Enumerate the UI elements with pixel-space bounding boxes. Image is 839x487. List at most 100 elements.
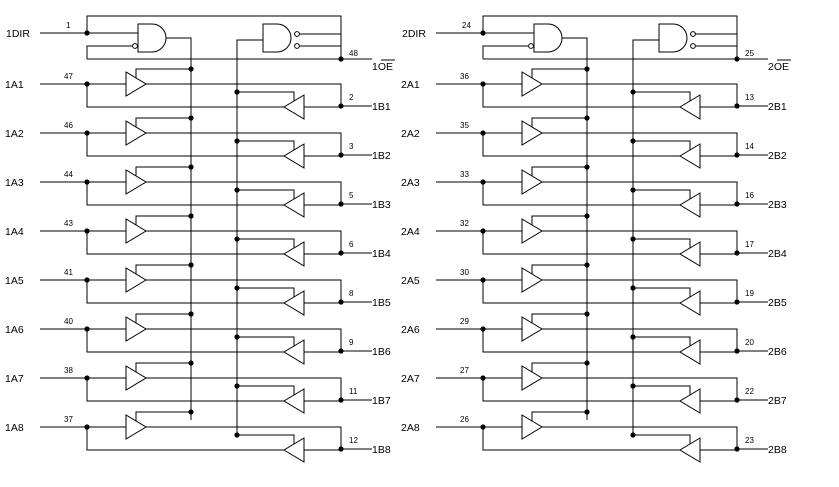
junction-dot: [234, 187, 240, 193]
junction-dot: [188, 311, 194, 317]
enable-bus-a-to-b: [562, 37, 588, 420]
reverse-enable-wire: [237, 189, 295, 199]
a-pin-number: 43: [64, 219, 73, 228]
reverse-output-wire: [86, 84, 284, 108]
forward-output-wire: [146, 328, 342, 351]
reverse-input-wire: [304, 155, 342, 157]
b-pin-number: 14: [745, 142, 754, 151]
reverse-output-wire: [86, 280, 284, 304]
a-port-label: 2A5: [401, 275, 420, 287]
reverse-input-wire: [700, 449, 738, 451]
forward-output-wire: [542, 328, 738, 351]
forward-output-wire: [542, 377, 738, 400]
a-pin-number: 29: [460, 317, 469, 326]
forward-enable-wire: [135, 215, 191, 225]
forward-output-wire: [146, 181, 342, 204]
a-pin-number: 30: [460, 268, 469, 277]
reverse-input-wire: [700, 351, 738, 353]
and-gate-a-to-b: [533, 23, 563, 53]
b-port-label: 2B2: [768, 150, 787, 162]
junction-dot: [188, 262, 194, 268]
reverse-input-wire: [304, 400, 342, 402]
a-port-label: 1A1: [5, 79, 24, 91]
reverse-input-wire: [700, 155, 738, 157]
reverse-enable-wire: [237, 385, 295, 395]
junction-dot: [234, 89, 240, 95]
a-pin-number: 40: [64, 317, 73, 326]
a-pin-number: 26: [460, 415, 469, 424]
junction-dot: [584, 66, 590, 72]
junction-dot: [188, 213, 194, 219]
a-port-label: 1A2: [5, 128, 24, 140]
b-port-label: 2B6: [768, 346, 787, 358]
reverse-enable-wire: [633, 385, 691, 395]
reverse-output-wire: [482, 280, 680, 304]
dir-label: 2DIR: [402, 28, 426, 40]
junction-dot: [630, 285, 636, 291]
a-pin-number: 47: [64, 72, 73, 81]
oe-pin-number: 48: [349, 49, 358, 58]
b-pin-number: 5: [349, 191, 354, 200]
reverse-output-wire: [86, 378, 284, 402]
forward-output-wire: [146, 132, 342, 155]
b-port-label: 2B5: [768, 297, 787, 309]
forward-enable-wire: [135, 313, 191, 323]
section-1: 1DIR1481OE1A14721B11A24631B21A34451B31A4…: [5, 15, 395, 463]
reverse-output-wire: [86, 329, 284, 353]
oe-gate2-wire: [300, 45, 342, 59]
reverse-output-wire: [482, 133, 680, 157]
b-pin-number: 2: [349, 93, 354, 102]
oe-link-wire: [482, 45, 528, 59]
a-pin-number: 37: [64, 415, 73, 424]
reverse-input-wire: [304, 106, 342, 108]
b-pin-number: 9: [349, 338, 354, 347]
forward-enable-wire: [531, 411, 587, 421]
forward-enable-wire: [531, 215, 587, 225]
reverse-input-wire: [700, 400, 738, 402]
forward-enable-wire: [531, 264, 587, 274]
reverse-input-wire: [304, 449, 342, 451]
and-gate-b-to-a: [658, 23, 688, 53]
a-port-label: 2A1: [401, 79, 420, 91]
reverse-output-wire: [482, 84, 680, 108]
section-2: 2DIR24252OE2A136132B12A235142B22A333162B…: [401, 15, 791, 463]
a-pin-number: 41: [64, 268, 73, 277]
reverse-enable-wire: [633, 336, 691, 346]
reverse-enable-wire: [237, 287, 295, 297]
forward-enable-wire: [531, 117, 587, 127]
oe-link-wire: [86, 45, 132, 59]
inverter-bubble: [690, 31, 696, 37]
reverse-output-wire: [86, 182, 284, 206]
dir-pin-number: 1: [66, 21, 71, 30]
reverse-enable-wire: [633, 434, 691, 444]
reverse-input-wire: [700, 253, 738, 255]
junction-dot: [584, 311, 590, 317]
reverse-output-wire: [482, 378, 680, 402]
b-pin-number: 8: [349, 289, 354, 298]
b-port-label: 1B2: [372, 150, 391, 162]
forward-enable-wire: [531, 313, 587, 323]
b-pin-number: 16: [745, 191, 754, 200]
a-port-label: 1A3: [5, 177, 24, 189]
reverse-output-wire: [482, 427, 680, 451]
inverter-bubble: [528, 43, 534, 49]
reverse-input-wire: [700, 204, 738, 206]
reverse-input-wire: [304, 351, 342, 353]
oe-label: 1OE: [372, 61, 393, 73]
b-pin-number: 17: [745, 240, 754, 249]
forward-enable-wire: [531, 362, 587, 372]
forward-enable-wire: [135, 68, 191, 78]
junction-dot: [234, 285, 240, 291]
forward-output-wire: [146, 230, 342, 253]
oe-label: 2OE: [768, 61, 789, 73]
forward-enable-wire: [531, 68, 587, 78]
reverse-enable-wire: [633, 189, 691, 199]
reverse-enable-wire: [633, 287, 691, 297]
reverse-enable-wire: [237, 434, 295, 444]
reverse-output-wire: [86, 231, 284, 255]
reverse-output-wire: [482, 329, 680, 353]
b-pin-number: 22: [745, 387, 754, 396]
junction-dot: [234, 383, 240, 389]
inverter-bubble: [132, 43, 138, 49]
